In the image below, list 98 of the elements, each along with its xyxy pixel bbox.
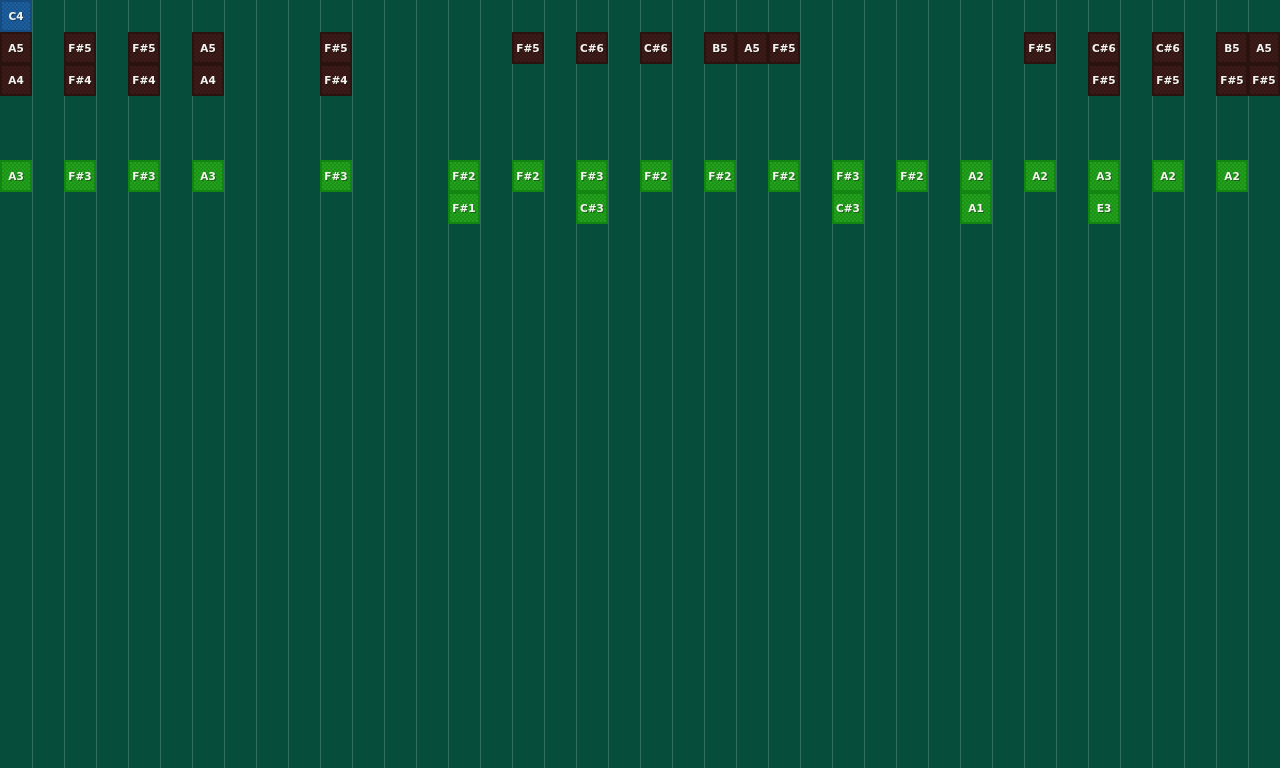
- note-label: F#3: [580, 170, 604, 182]
- note-block: [64, 32, 96, 64]
- note-block: [576, 160, 608, 192]
- note-block: [896, 160, 928, 192]
- note-label: A2: [968, 170, 984, 182]
- note-block: [0, 0, 32, 32]
- note-block: [0, 160, 32, 192]
- note-block: [512, 160, 544, 192]
- note-block: [64, 64, 96, 96]
- note-block: [576, 32, 608, 64]
- note-block: [512, 32, 544, 64]
- note-block: [192, 160, 224, 192]
- note-block: [320, 64, 352, 96]
- note-block: [768, 32, 800, 64]
- note-label: F#3: [68, 170, 92, 182]
- note-block: [128, 160, 160, 192]
- note-label: F#5: [516, 42, 540, 54]
- note-label: F#5: [132, 42, 156, 54]
- note-block: [1248, 64, 1280, 96]
- note-label: C#3: [836, 202, 860, 214]
- note-label: F#2: [772, 170, 796, 182]
- note-label: F#4: [68, 74, 92, 86]
- note-block: [192, 32, 224, 64]
- note-block: [1024, 160, 1056, 192]
- note-block: [1088, 160, 1120, 192]
- note-label: F#5: [1028, 42, 1052, 54]
- note-block: [1152, 64, 1184, 96]
- note-label: C4: [8, 10, 24, 22]
- note-label: C#6: [1156, 42, 1180, 54]
- note-label: F#4: [132, 74, 156, 86]
- note-label: C#3: [580, 202, 604, 214]
- note-label: A5: [1256, 42, 1272, 54]
- note-block: [1216, 32, 1248, 64]
- note-label: E3: [1096, 202, 1112, 214]
- note-label: A5: [744, 42, 760, 54]
- note-block: [768, 160, 800, 192]
- note-label: F#3: [132, 170, 156, 182]
- note-block: [640, 32, 672, 64]
- note-label: F#3: [836, 170, 860, 182]
- note-label: A5: [8, 42, 24, 54]
- note-label: A2: [1224, 170, 1240, 182]
- note-block: [960, 160, 992, 192]
- note-label: A3: [1096, 170, 1112, 182]
- note-block: [1248, 32, 1280, 64]
- note-block: [192, 64, 224, 96]
- note-block: [704, 32, 736, 64]
- note-label: A4: [200, 74, 216, 86]
- note-block: [704, 160, 736, 192]
- note-label: A1: [968, 202, 984, 214]
- note-label: F#3: [324, 170, 348, 182]
- note-label: A3: [200, 170, 216, 182]
- note-block: [832, 192, 864, 224]
- note-label: A2: [1160, 170, 1176, 182]
- note-label: C#6: [1092, 42, 1116, 54]
- note-block: [1216, 64, 1248, 96]
- note-block: [64, 160, 96, 192]
- note-label: F#5: [1092, 74, 1116, 86]
- note-block: [640, 160, 672, 192]
- note-label: C#6: [644, 42, 668, 54]
- note-block: [128, 64, 160, 96]
- note-block: [0, 32, 32, 64]
- note-block: [1152, 160, 1184, 192]
- note-block: [1024, 32, 1056, 64]
- note-block: [0, 64, 32, 96]
- note-label: B5: [1224, 42, 1240, 54]
- note-block: [320, 32, 352, 64]
- note-label: F#5: [1156, 74, 1180, 86]
- note-label: A5: [200, 42, 216, 54]
- note-label: F#2: [708, 170, 732, 182]
- note-block: [448, 160, 480, 192]
- note-block: [832, 160, 864, 192]
- note-label: F#5: [772, 42, 796, 54]
- note-label: A2: [1032, 170, 1048, 182]
- note-label: A3: [8, 170, 24, 182]
- note-block: [1088, 64, 1120, 96]
- note-label: F#2: [516, 170, 540, 182]
- note-block: [1088, 192, 1120, 224]
- note-label: A4: [8, 74, 24, 86]
- note-label: F#5: [1220, 74, 1244, 86]
- note-block: [960, 192, 992, 224]
- note-label: C#6: [580, 42, 604, 54]
- note-label: F#2: [644, 170, 668, 182]
- note-label: F#1: [452, 202, 476, 214]
- note-block: [576, 192, 608, 224]
- note-block: [736, 32, 768, 64]
- note-label: F#5: [1252, 74, 1276, 86]
- note-label: F#4: [324, 74, 348, 86]
- note-label: F#2: [900, 170, 924, 182]
- note-label: F#5: [324, 42, 348, 54]
- note-block: [1088, 32, 1120, 64]
- note-label: B5: [712, 42, 728, 54]
- note-block: [448, 192, 480, 224]
- note-label: F#5: [68, 42, 92, 54]
- note-block: [128, 32, 160, 64]
- note-block: [1216, 160, 1248, 192]
- note-block: [320, 160, 352, 192]
- note-block: [1152, 32, 1184, 64]
- note-label: F#2: [452, 170, 476, 182]
